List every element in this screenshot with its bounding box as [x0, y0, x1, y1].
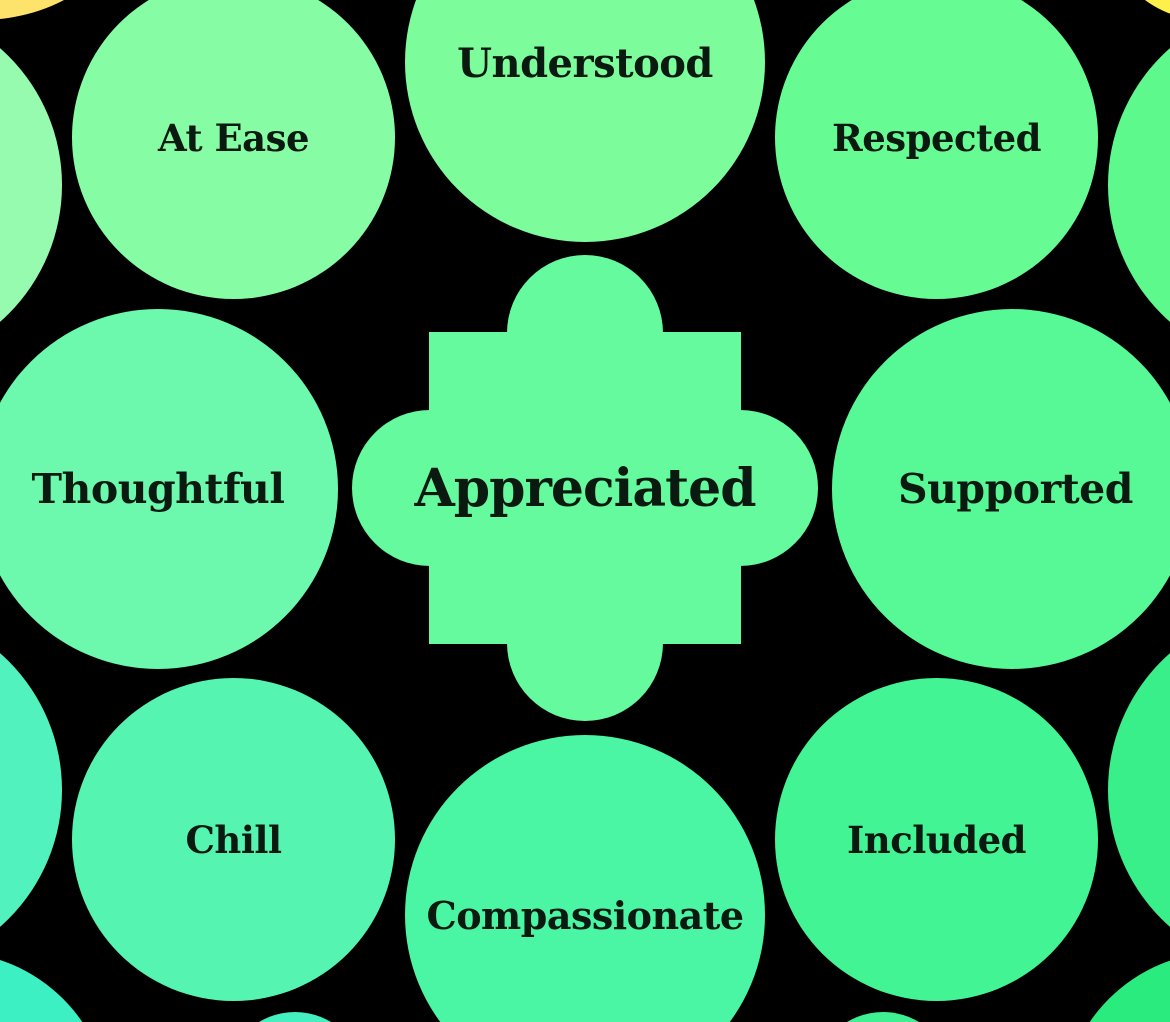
bubble-compassionate[interactable]: Compassionate: [405, 735, 765, 1022]
bubble-included[interactable]: Included: [775, 678, 1098, 1001]
bubble-label: Compassionate: [426, 893, 744, 938]
bubble-respected[interactable]: Respected: [775, 0, 1098, 299]
bubble-top-left-partial[interactable]: [0, 0, 120, 20]
bubble-right-upper-partial[interactable]: [1108, 3, 1170, 367]
bubble-understood[interactable]: Understood: [405, 0, 765, 242]
scalloped-shape: [352, 255, 818, 721]
bubble-bottom-small-left-partial[interactable]: [225, 1012, 365, 1022]
bubble-label: At Ease: [157, 115, 310, 160]
bubble-chill[interactable]: Chill: [72, 678, 395, 1001]
bubble-at-ease[interactable]: At Ease: [72, 0, 395, 299]
bubble-top-right-partial[interactable]: [1105, 0, 1170, 20]
bubble-label: Supported: [898, 465, 1133, 513]
bubble-bottom-left-partial[interactable]: [0, 952, 110, 1022]
bubble-label: Included: [847, 817, 1026, 862]
bubble-label: Understood: [457, 40, 713, 87]
bubble-right-lower-partial[interactable]: [1108, 608, 1170, 972]
bubble-left-lower-partial[interactable]: [0, 608, 62, 972]
selected-bubble-label: Appreciated: [414, 457, 756, 519]
bubble-left-upper-partial[interactable]: [0, 3, 62, 367]
bubble-label: Chill: [185, 817, 282, 862]
bubble-thoughtful[interactable]: Thoughtful: [0, 309, 338, 669]
bubble-bottom-right-partial[interactable]: [1062, 952, 1170, 1022]
bubble-bottom-small-right-partial[interactable]: [813, 1012, 953, 1022]
bubble-label: Respected: [831, 115, 1042, 160]
selected-bubble-appreciated[interactable]: Appreciated: [351, 254, 819, 722]
bubble-label: Thoughtful: [31, 465, 285, 513]
bubble-supported[interactable]: Supported: [832, 309, 1170, 669]
